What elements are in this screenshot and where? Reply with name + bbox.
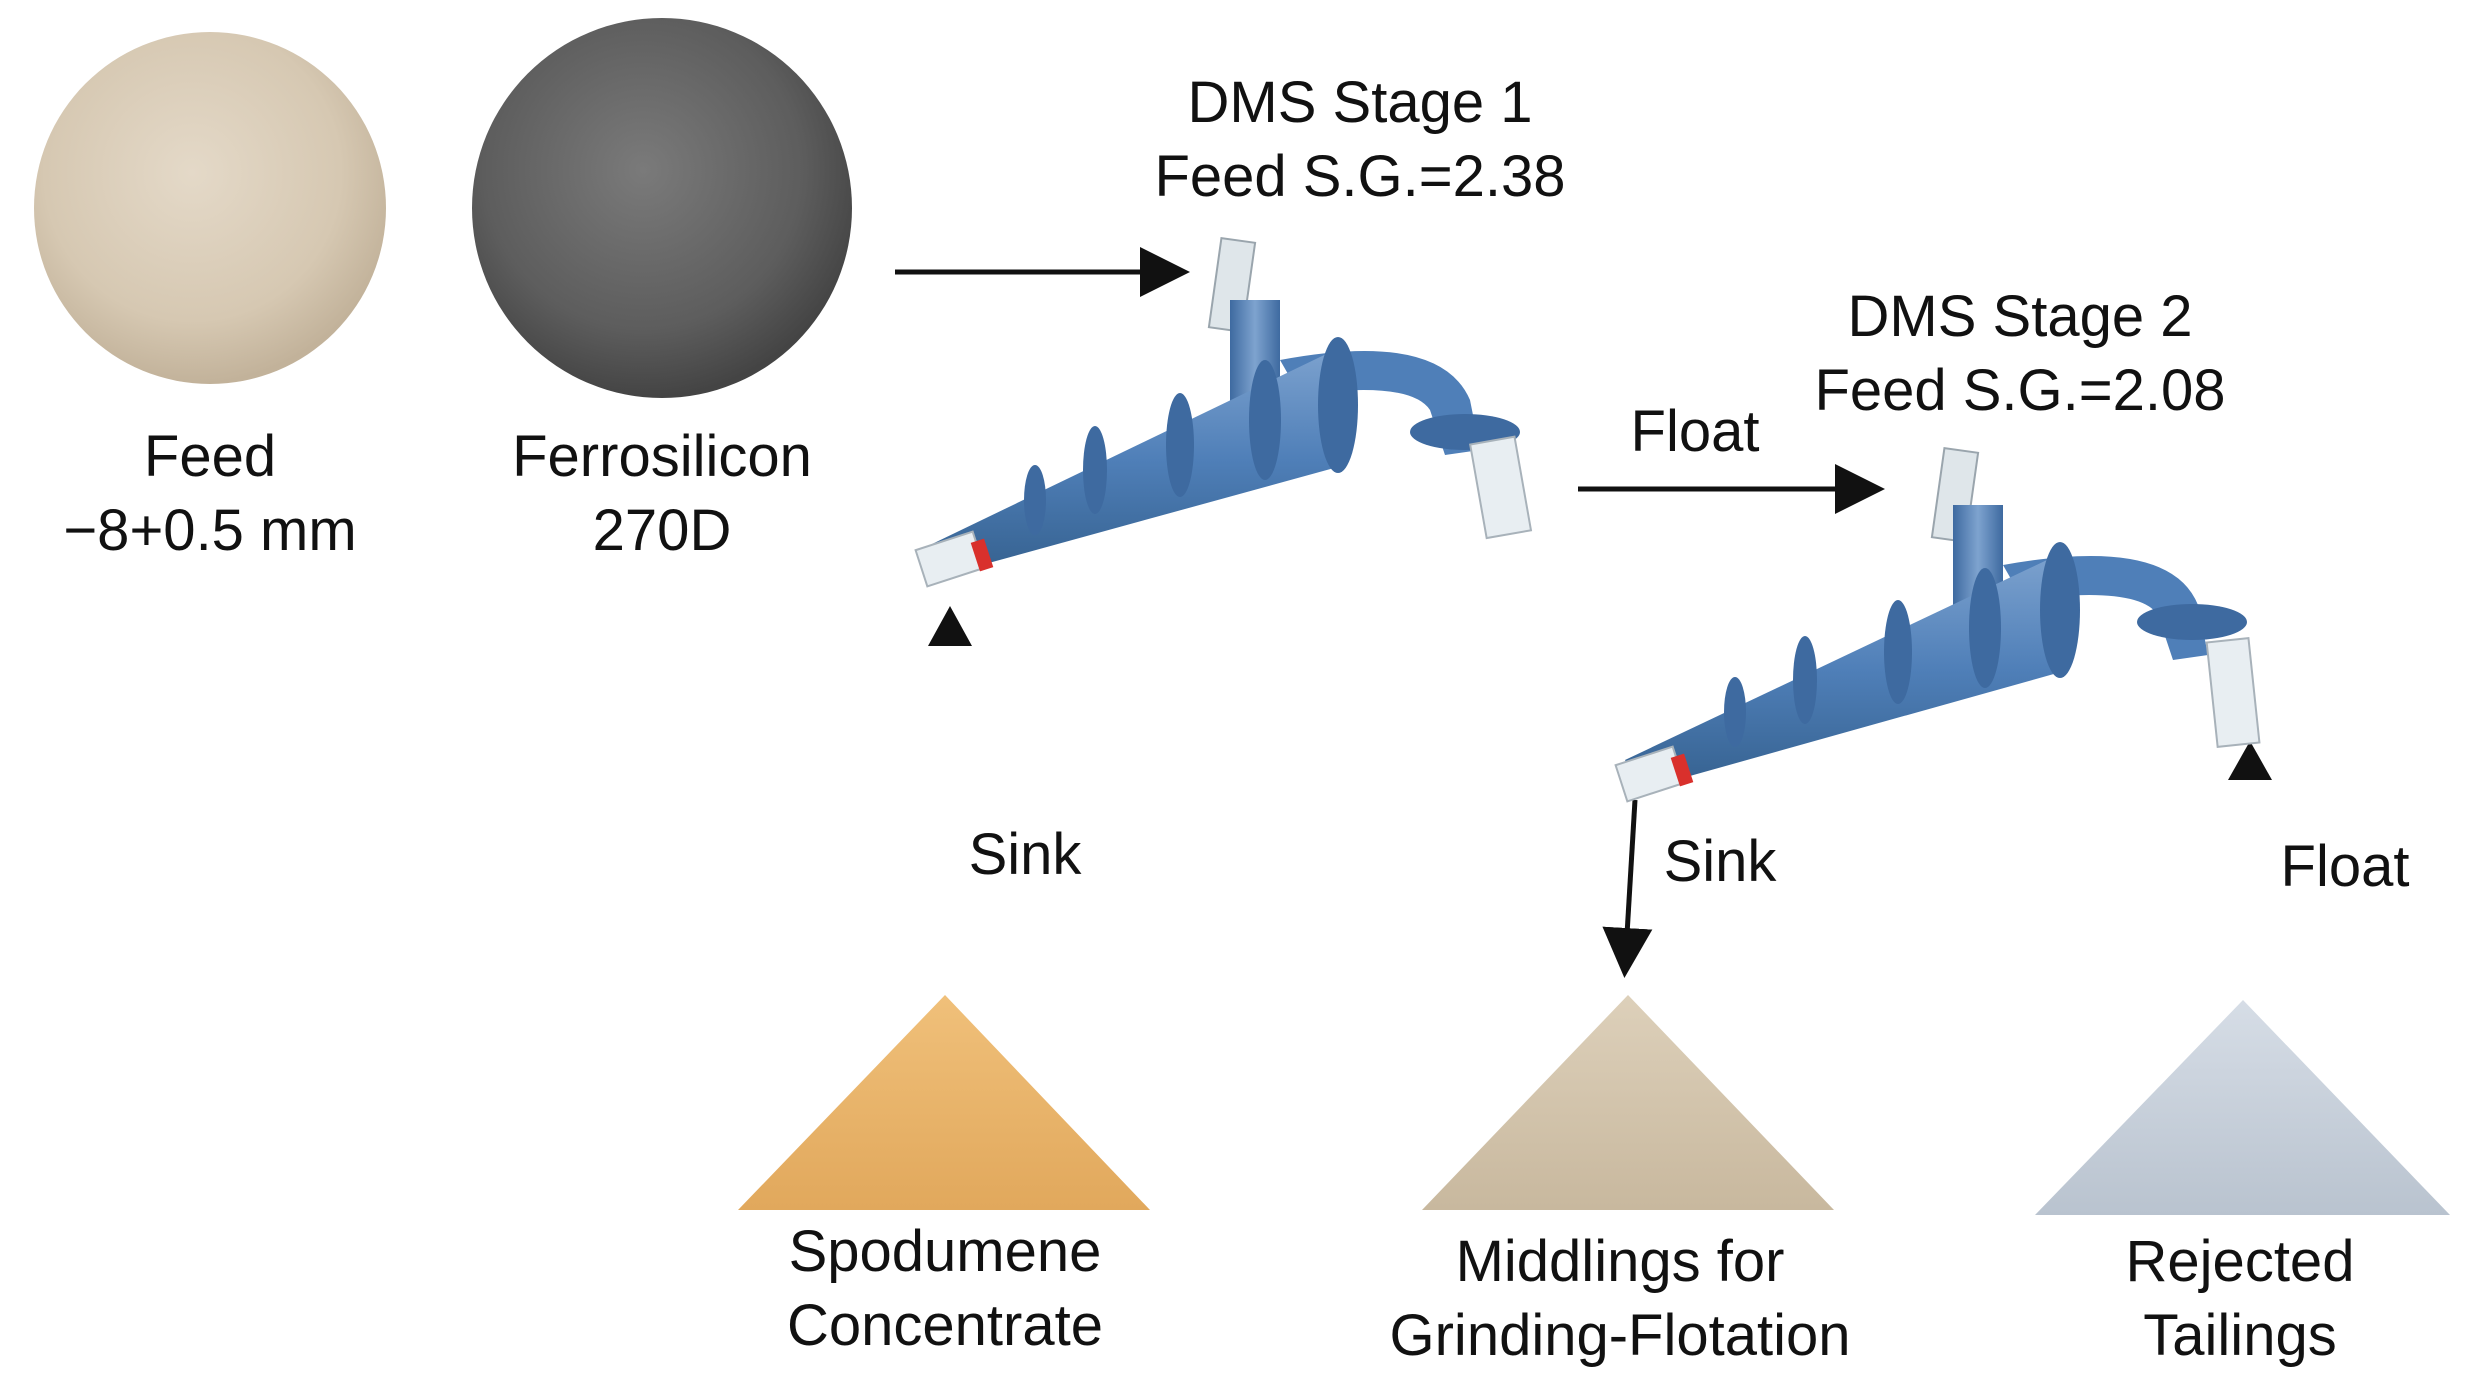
dms-cyclone-2 [1614,446,2261,803]
stage2-feed-sg: Feed S.G.=2.08 [1814,358,2226,423]
product-middlings-line2: Grinding-Flotation [1389,1303,1851,1368]
stage1-sink-label: Sink [968,822,1082,887]
feed-label: Feed −8+0.5 mm [30,420,390,568]
feed-size: −8+0.5 mm [63,498,357,563]
stage1-feed-sg: Feed S.G.=2.38 [1154,144,1566,209]
stage1-title: DMS Stage 1 [1187,70,1533,135]
stage2-heading: DMS Stage 2 Feed S.G.=2.08 [1760,280,2280,428]
product-middlings-label: Middlings for Grinding-Flotation [1350,1225,1890,1373]
dms-cyclone-1 [914,236,1533,588]
ferrosilicon-name: Ferrosilicon [512,424,812,489]
stage1-heading: DMS Stage 1 Feed S.G.=2.38 [1100,66,1620,214]
product-spodumene-label: Spodumene Concentrate [700,1215,1190,1363]
feed-name: Feed [143,424,277,489]
stage1-float-label: Float [1630,399,1760,464]
spodumene-concentrate-pile [738,995,1150,1210]
stage2-sink-arrow [1602,799,1653,978]
stage2-float-label: Float [2280,834,2410,899]
product-spodumene-line2: Concentrate [787,1293,1103,1358]
product-tailings-line2: Tailings [2143,1303,2337,1368]
ferrosilicon-label: Ferrosilicon 270D [462,420,862,568]
feed-sample-image [34,32,386,384]
product-tailings-line1: Rejected [2125,1229,2355,1294]
product-middlings-line1: Middlings for [1455,1229,1785,1294]
ferrosilicon-grade: 270D [592,498,732,563]
rejected-tailings-pile [2035,1000,2450,1215]
ferrosilicon-sample-image [472,18,852,398]
stage1-sink-marker [928,606,972,646]
stage2-title: DMS Stage 2 [1847,284,2193,349]
middlings-pile [1422,995,1834,1210]
stage2-float-marker [2228,741,2272,780]
product-spodumene-line1: Spodumene [788,1219,1102,1284]
stage2-sink-label: Sink [1663,829,1777,894]
product-tailings-label: Rejected Tailings [2020,1225,2460,1373]
